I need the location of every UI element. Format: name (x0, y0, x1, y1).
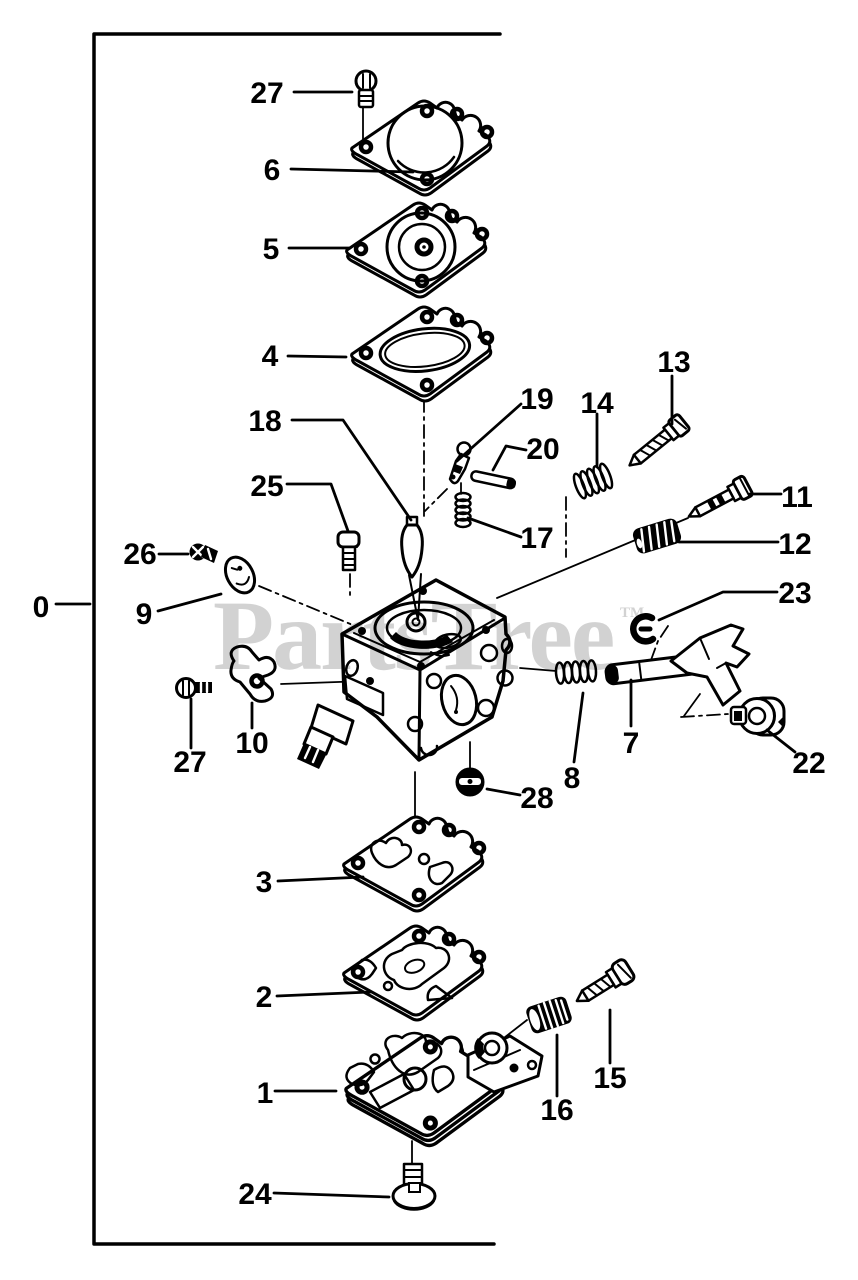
callout-12-label: 12 (778, 528, 811, 561)
part-22-cap (729, 696, 786, 737)
part-17-spring (454, 491, 472, 529)
callout-6-label: 6 (264, 154, 281, 187)
part-9-swivel-disc (223, 555, 257, 595)
part-11-needle-screw (687, 474, 754, 518)
part-27-screw-left (175, 677, 212, 699)
callout-18-label: 18 (248, 405, 281, 438)
callout-13-label: 13 (657, 346, 690, 379)
part-20-lever-pin (470, 470, 516, 490)
part-15-screw (575, 958, 636, 1003)
callout-0-label: 0 (33, 591, 50, 624)
part-18-inlet-needle (400, 515, 424, 621)
callout-15-label: 15 (593, 1062, 626, 1095)
callout-22-label: 22 (792, 747, 825, 780)
callout-7-label: 7 (623, 727, 640, 760)
part-19-inlet-lever (448, 441, 472, 485)
callout-10-label: 10 (235, 727, 268, 760)
callout-3-label: 3 (256, 866, 273, 899)
callout-11-label: 11 (781, 481, 813, 514)
assembly-frame (92, 32, 502, 1246)
callout-17-label: 17 (520, 522, 553, 555)
callout-27-top-label: 27 (250, 77, 283, 110)
leader-lines (54, 90, 797, 1199)
part-23-clip (630, 613, 657, 645)
part-28-grommet (455, 767, 485, 797)
callout-8-label: 8 (564, 762, 581, 795)
callout-27-left-label: 27 (173, 746, 206, 779)
part-5-metering-diaphragm (345, 201, 490, 299)
part-14-spring (572, 462, 614, 500)
part-27-screw-top (354, 69, 378, 109)
part-3-pump-diaphragm (342, 815, 487, 913)
callout-2-label: 2 (256, 981, 273, 1014)
part-2-pump-gasket (342, 924, 487, 1022)
callout-1-label: 1 (257, 1077, 274, 1110)
callout-25-label: 25 (250, 470, 283, 503)
callout-9-label: 9 (136, 598, 153, 631)
watermark: PartsTree TM (213, 580, 644, 691)
part-26-screw (189, 543, 218, 563)
carburetor-body (297, 578, 514, 769)
part-10-fork-clip (229, 644, 277, 703)
callout-5-label: 5 (263, 233, 280, 266)
callout-14-label: 14 (580, 387, 614, 420)
part-13-screw (628, 413, 691, 467)
axis-lines (258, 103, 729, 1164)
part-8-spring (554, 659, 598, 685)
callout-4-label: 4 (262, 340, 279, 373)
part-4-metering-gasket (350, 305, 495, 403)
callout-24-label: 24 (238, 1178, 272, 1211)
part-7-throttle-shaft (604, 623, 751, 707)
callout-19-label: 19 (520, 383, 553, 416)
part-24-screw (391, 1162, 437, 1211)
callout-28-label: 28 (520, 782, 553, 815)
callout-labels: 0 27 6 5 4 18 19 20 17 14 13 11 12 23 25… (33, 77, 826, 1211)
callout-20-label: 20 (526, 433, 559, 466)
part-6-diaphragm-cover (350, 99, 495, 197)
callout-23-label: 23 (778, 577, 811, 610)
part-1-pump-body (344, 1031, 544, 1148)
part-12-spring (632, 518, 682, 554)
part-16-plug (526, 996, 572, 1034)
part-25-screw (336, 530, 361, 572)
watermark-tm: TM (620, 605, 644, 621)
callout-26-label: 26 (123, 538, 156, 571)
watermark-text: PartsTree (213, 580, 613, 691)
callout-16-label: 16 (540, 1094, 573, 1127)
